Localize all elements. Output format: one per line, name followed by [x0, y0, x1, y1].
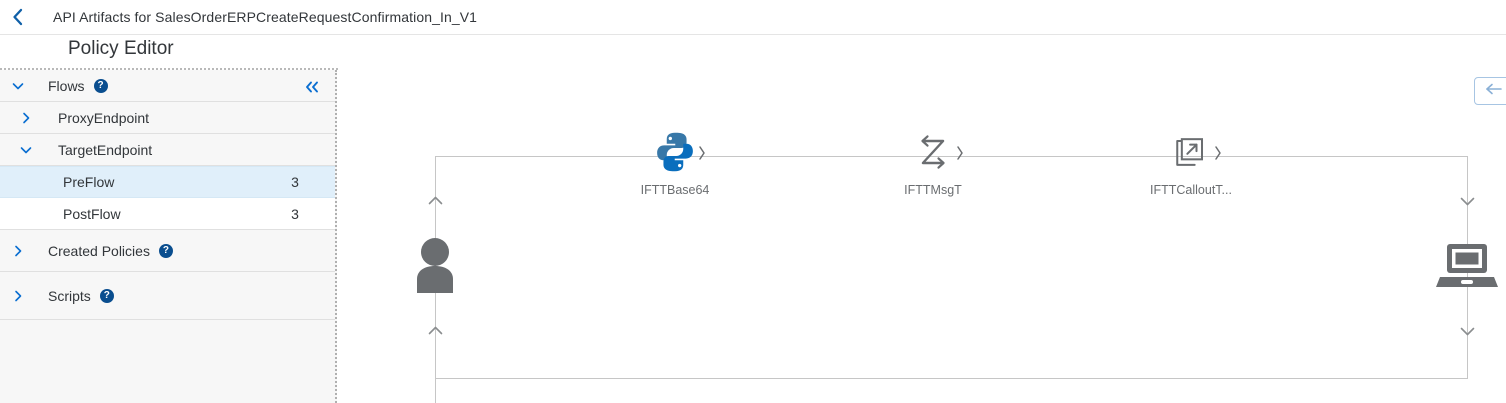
sidebar-collapse-button[interactable]: [301, 78, 323, 96]
policy-node-icon[interactable]: [620, 132, 730, 176]
flow-line-bottom-horizontal: [435, 378, 1468, 379]
flow-direction-up-icon: [427, 324, 444, 342]
policy-node-label: IFTTBase64: [640, 183, 710, 197]
sidebar-item-postflow[interactable]: PostFlow 3: [0, 198, 335, 230]
flow-direction-down-icon: [1459, 194, 1476, 212]
flow-direction-up-icon: [427, 194, 444, 212]
back-navigation-button[interactable]: [0, 0, 34, 34]
flows-sidebar: Flows ? ProxyEndpoint TargetEndpoint Pre…: [0, 70, 337, 403]
chevron-left-icon: [11, 8, 24, 26]
chevron-right-icon[interactable]: [0, 244, 36, 258]
sidebar-item-count: 3: [291, 205, 299, 222]
sidebar-item-targetendpoint[interactable]: TargetEndpoint: [0, 134, 335, 166]
sidebar-item-label: ProxyEndpoint: [58, 109, 150, 126]
chevron-right-icon[interactable]: [0, 289, 36, 303]
title-dotted-divider: [0, 68, 338, 70]
chevron-down-icon[interactable]: [0, 79, 36, 93]
sidebar-item-count: 3: [291, 174, 299, 190]
policy-node-label: IFTTCalloutT...: [1150, 183, 1232, 197]
node-connector-chevron-icon: [697, 144, 707, 167]
sidebar-item-label: Created Policies: [48, 242, 150, 259]
sidebar-item-label: Scripts: [48, 287, 91, 304]
page-title: Policy Editor: [68, 38, 174, 59]
sidebar-item-label: Flows: [48, 77, 85, 94]
breadcrumb-title[interactable]: API Artifacts for SalesOrderERPCreateReq…: [53, 9, 478, 25]
flow-line-top-horizontal: [435, 156, 1468, 157]
policy-flow-canvas: IFTTBase64 IFTTMsgT: [339, 70, 1506, 403]
help-icon[interactable]: ?: [158, 243, 173, 258]
sidebar-item-flows[interactable]: Flows ?: [0, 70, 335, 102]
node-connector-chevron-icon: [955, 144, 965, 167]
policy-node[interactable]: IFTTCalloutT...: [1136, 132, 1246, 197]
sidebar-item-scripts[interactable]: Scripts ?: [0, 272, 335, 320]
policy-node-icon[interactable]: [1136, 132, 1246, 176]
message-transform-icon: [911, 130, 955, 179]
person-icon: [409, 238, 461, 297]
end-endpoint-laptop[interactable]: [1436, 242, 1498, 295]
policy-node-icon[interactable]: [878, 132, 988, 176]
help-icon[interactable]: ?: [93, 78, 108, 93]
arrow-left-icon: [1483, 82, 1503, 101]
sidebar-item-proxyendpoint[interactable]: ProxyEndpoint: [0, 102, 335, 134]
restore-panel-button[interactable]: [1474, 77, 1506, 105]
start-endpoint-person[interactable]: [409, 235, 461, 298]
policy-node-label: IFTTMsgT: [904, 183, 962, 197]
sidebar-item-label: PostFlow: [63, 205, 121, 222]
flow-direction-down-icon: [1459, 324, 1476, 342]
sidebar-item-label: PreFlow: [63, 174, 115, 190]
node-connector-chevron-icon: [1213, 144, 1223, 167]
chevron-right-icon[interactable]: [0, 111, 52, 125]
chevron-down-icon[interactable]: [0, 143, 52, 157]
help-icon[interactable]: ?: [99, 288, 114, 303]
sidebar-empty-area: [0, 320, 335, 403]
laptop-icon: [1436, 244, 1498, 294]
policy-node[interactable]: IFTTMsgT: [878, 132, 988, 197]
sidebar-item-created-policies[interactable]: Created Policies ?: [0, 230, 335, 272]
sidebar-item-label: TargetEndpoint: [58, 141, 153, 158]
policy-node[interactable]: IFTTBase64: [620, 132, 730, 197]
external-callout-icon: [1169, 130, 1213, 179]
top-breadcrumb-bar: API Artifacts for SalesOrderERPCreateReq…: [0, 0, 1506, 35]
python-icon: [653, 130, 697, 179]
sidebar-item-preflow[interactable]: PreFlow 3: [0, 166, 335, 198]
